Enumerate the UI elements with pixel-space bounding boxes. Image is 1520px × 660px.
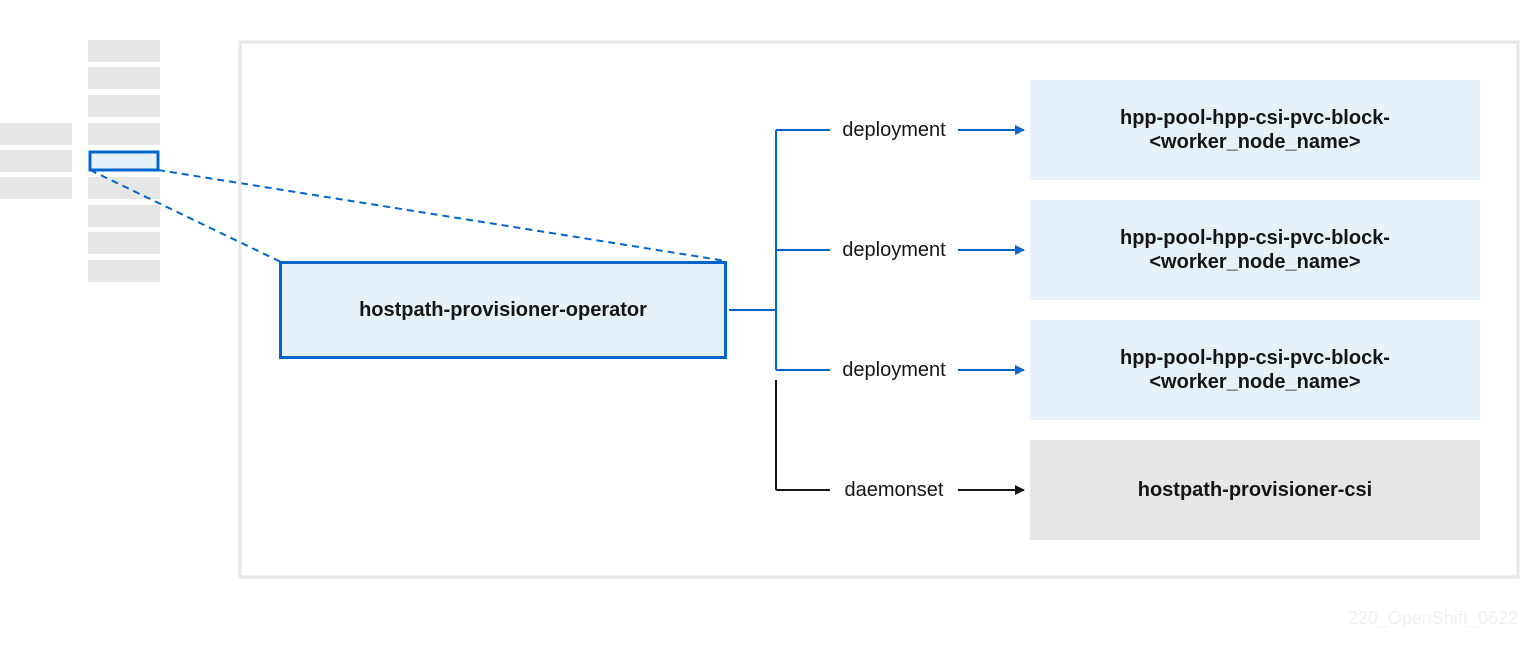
cluster-block <box>88 205 160 227</box>
edge-label-daemonset: daemonset <box>830 478 958 502</box>
cluster-block <box>88 177 160 199</box>
cluster-block <box>88 232 160 254</box>
figure-id-watermark: 220_OpenShift_0622 <box>1347 608 1518 628</box>
cluster-block <box>88 95 160 117</box>
hpp-pool-deployment-node: hpp-pool-hpp-csi-pvc-block- <worker_node… <box>1030 320 1480 420</box>
node-label-line2: <worker_node_name> <box>1149 131 1361 153</box>
edge-label-deployment: deployment <box>830 238 958 262</box>
cluster-block <box>88 260 160 282</box>
edge-label-deployment: deployment <box>830 118 958 142</box>
operator-label: hostpath-provisioner-operator <box>359 299 647 321</box>
cluster-block <box>88 123 160 145</box>
node-label: hostpath-provisioner-csi <box>1137 479 1373 501</box>
cluster-block <box>0 177 72 199</box>
node-label-line2: <worker_node_name> <box>1149 371 1361 393</box>
cluster-block-stack <box>0 40 160 282</box>
namespace-frame <box>238 40 1520 579</box>
operator-connectors <box>729 125 1025 495</box>
node-label-line2: <worker_node_name> <box>1149 251 1361 273</box>
cluster-block <box>0 150 72 172</box>
highlighted-cluster-block <box>88 150 160 172</box>
operator-node: hostpath-provisioner-operator <box>279 261 727 359</box>
cluster-block <box>0 123 72 145</box>
node-label-line1: hpp-pool-hpp-csi-pvc-block- <box>1120 347 1390 369</box>
node-label-line1: hpp-pool-hpp-csi-pvc-block- <box>1120 227 1390 249</box>
cluster-block <box>88 67 160 89</box>
hpp-pool-deployment-node: hpp-pool-hpp-csi-pvc-block- <worker_node… <box>1030 80 1480 180</box>
hpp-pool-deployment-node: hpp-pool-hpp-csi-pvc-block- <worker_node… <box>1030 200 1480 300</box>
zoom-line <box>157 169 727 262</box>
hostpath-provisioner-csi-node: hostpath-provisioner-csi <box>1030 440 1480 540</box>
edge-label-deployment: deployment <box>830 358 958 382</box>
node-label-line1: hpp-pool-hpp-csi-pvc-block- <box>1120 107 1390 129</box>
cluster-block <box>88 40 160 62</box>
